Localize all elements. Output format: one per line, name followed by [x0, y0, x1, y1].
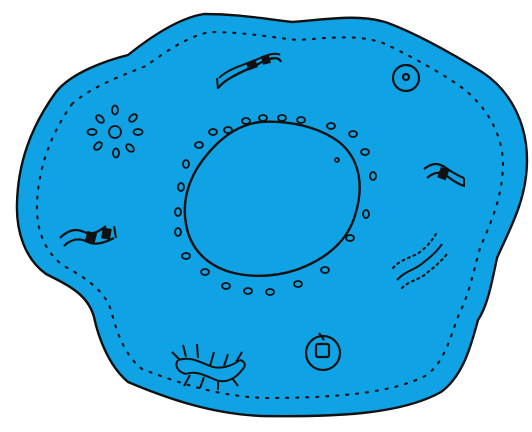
- cell-membrane: [17, 14, 527, 416]
